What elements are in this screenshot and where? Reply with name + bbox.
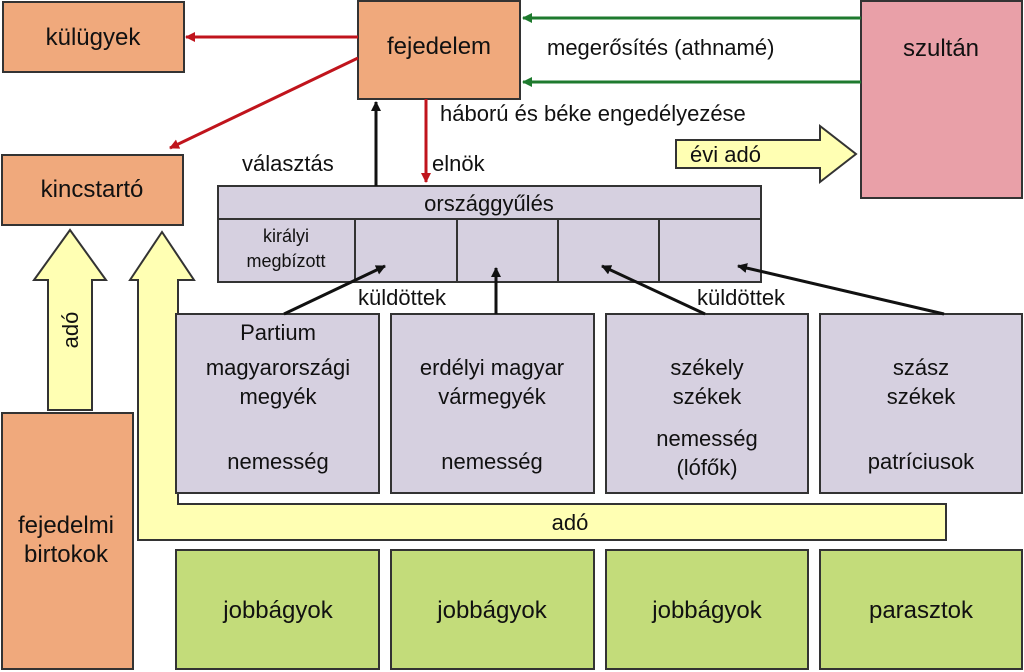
kulugyek-label: külügyek (46, 24, 142, 51)
peasant-1-label: jobbágyok (222, 597, 333, 624)
estate-box-partium (175, 313, 380, 494)
estate-1-line3: megyék (239, 384, 317, 409)
label-evi-ado: évi adó (690, 142, 761, 167)
kiralyi-megbizott-line1: királyi (263, 226, 309, 246)
orszaggyules-label: országgyűlés (424, 191, 554, 216)
estate-1-line5: nemesség (227, 449, 329, 474)
label-valasztas: választás (242, 151, 334, 176)
estate-3-line4: (lófők) (676, 455, 737, 480)
peasant-box-4 (819, 549, 1023, 670)
kincstarto-label: kincstartó (41, 176, 144, 203)
peasant-box-2 (390, 549, 595, 670)
peasant-box-1 (175, 549, 380, 670)
estate-4-line1: szász (893, 355, 949, 380)
assembly-cell-4 (658, 218, 762, 283)
arrow-delegate-4 (737, 263, 945, 316)
kulugyek-box (2, 1, 185, 73)
estate-3-line2: székek (673, 384, 742, 409)
fejedelmi-birtokok-box (1, 412, 134, 670)
label-haboru: háború és béke engedélyezése (440, 101, 746, 126)
peasant-box-3 (605, 549, 809, 670)
fejedelmi-birtokok-line1: fejedelmi (18, 512, 114, 539)
assembly-cell-2 (456, 218, 559, 283)
peasant-4-label: parasztok (869, 597, 974, 624)
estate-box-szasz (819, 313, 1023, 494)
estate-1-line1: Partium (240, 320, 316, 345)
label-megerosites: megerősítés (athnamé) (547, 35, 774, 60)
label-kuldottek-right: küldöttek (697, 285, 786, 310)
estate-4-line2: székek (887, 384, 956, 409)
estate-2-line1: erdélyi magyar (420, 355, 564, 380)
fejedelem-box (357, 0, 521, 100)
assembly-cell-3 (557, 218, 660, 283)
fejedelmi-birtokok-line2: birtokok (24, 541, 109, 568)
tax-arrow-big (128, 230, 947, 541)
estate-1-line2: magyarországi (206, 355, 350, 380)
label-ado-vertical: adó (58, 312, 83, 349)
fejedelem-label: fejedelem (387, 33, 491, 60)
estate-3-line3: nemesség (656, 426, 758, 451)
label-kuldottek-left: küldöttek (358, 285, 447, 310)
estate-box-erdelyi (390, 313, 595, 494)
annual-tax-arrow (675, 123, 858, 185)
szultan-box (860, 0, 1023, 199)
kiralyi-megbizott-line2: megbízott (246, 251, 325, 271)
kiralyi-megbizott-cell (217, 218, 356, 283)
label-ado-horizontal: adó (552, 510, 589, 535)
estate-2-line4: nemesség (441, 449, 543, 474)
label-elnok: elnök (432, 151, 486, 176)
estate-box-szekely (605, 313, 809, 494)
estate-3-line1: székely (670, 355, 743, 380)
szultan-label: szultán (903, 35, 979, 62)
peasant-2-label: jobbágyok (436, 597, 547, 624)
arrow-to-kincstarto (169, 56, 359, 150)
arrow-delegate-3 (601, 264, 706, 316)
tax-arrow-vertical (32, 228, 108, 411)
peasant-3-label: jobbágyok (651, 597, 762, 624)
estate-4-line4: patríciusok (868, 449, 975, 474)
estate-2-line2: vármegyék (438, 384, 547, 409)
arrow-delegate-1 (283, 264, 386, 316)
kincstarto-box (1, 154, 184, 226)
